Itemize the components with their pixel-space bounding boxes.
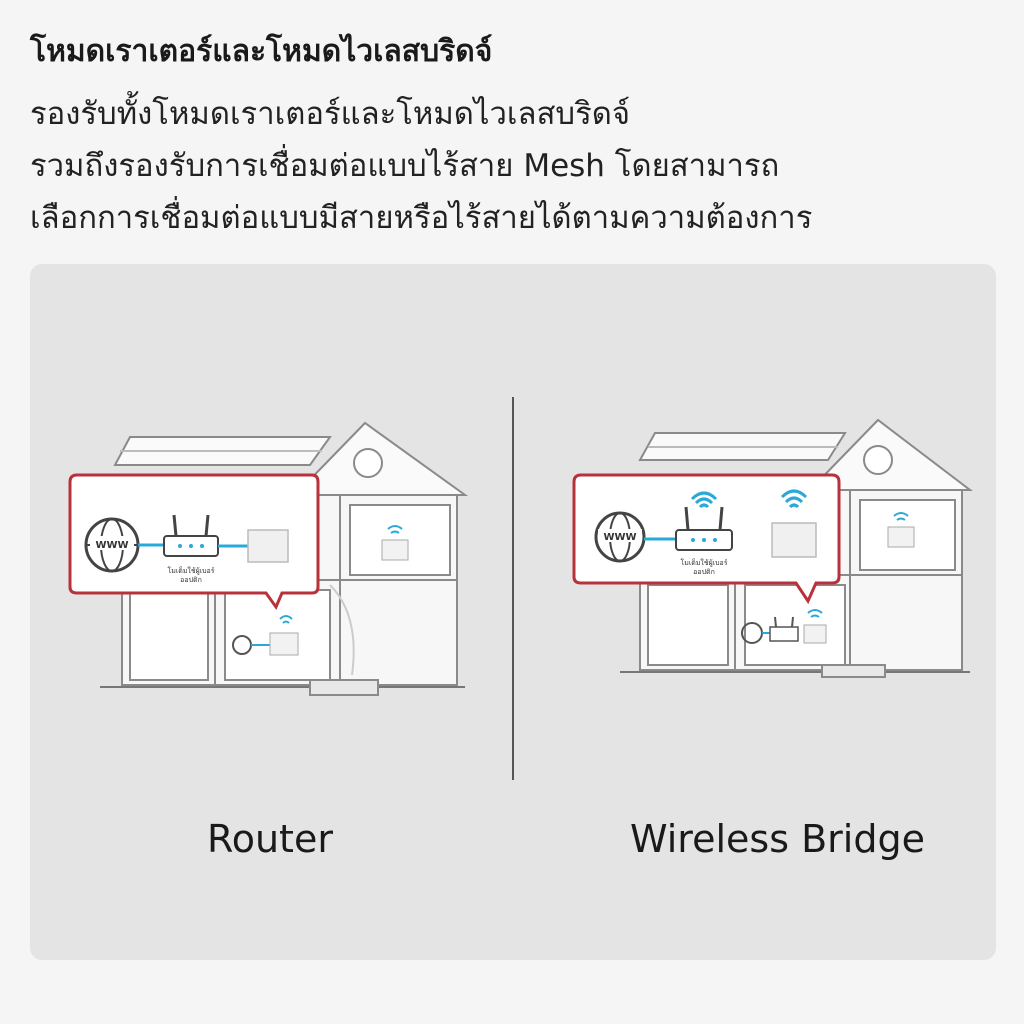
access-point-icon — [771, 522, 817, 558]
description-line: รวมถึงรองรับการเชื่อมต่อแบบไร้สาย Mesh โ… — [30, 148, 780, 184]
globe-label: WWW — [603, 532, 636, 543]
router-icon — [769, 626, 799, 642]
router-mode-illustration: WWW โมเด็มใช้ผู้เบอร์ ออปติก — [68, 421, 469, 696]
description-line: เลือกการเชื่อมต่อแบบมีสายหรือไร้สายได้ตา… — [30, 200, 813, 236]
wifi-icon — [387, 525, 403, 534]
callout-caption: ออปติก — [693, 568, 715, 576]
access-point-icon — [381, 539, 409, 561]
page-title: โหมดเราเตอร์และโหมดไวเลสบริดจ์ — [30, 34, 493, 69]
wifi-icon — [690, 491, 718, 509]
callout-caption: ออปติก — [180, 576, 202, 584]
description-line: รองรับทั้งโหมดเราเตอร์และโหมดไวเลสบริดจ์ — [30, 96, 631, 132]
wireless-bridge-illustration: WWW โมเด็มใช้ผู้เบอร์ ออปติก — [572, 418, 973, 678]
access-point-icon — [247, 529, 289, 563]
description: รองรับทั้งโหมดเราเตอร์และโหมดไวเลสบริดจ์… — [30, 88, 1005, 244]
router-mode-label: Router — [207, 817, 333, 861]
globe-label: WWW — [95, 540, 128, 551]
mode-divider — [512, 397, 514, 780]
wifi-icon — [780, 489, 808, 509]
router-icon — [269, 632, 299, 656]
wireless-bridge-mode-label: Wireless Bridge — [630, 817, 925, 861]
access-point-icon — [803, 624, 827, 644]
access-point-icon — [887, 526, 915, 548]
callout-caption: โมเด็มใช้ผู้เบอร์ — [681, 558, 728, 567]
callout-caption: โมเด็มใช้ผู้เบอร์ — [168, 566, 215, 575]
wifi-icon — [893, 512, 909, 521]
